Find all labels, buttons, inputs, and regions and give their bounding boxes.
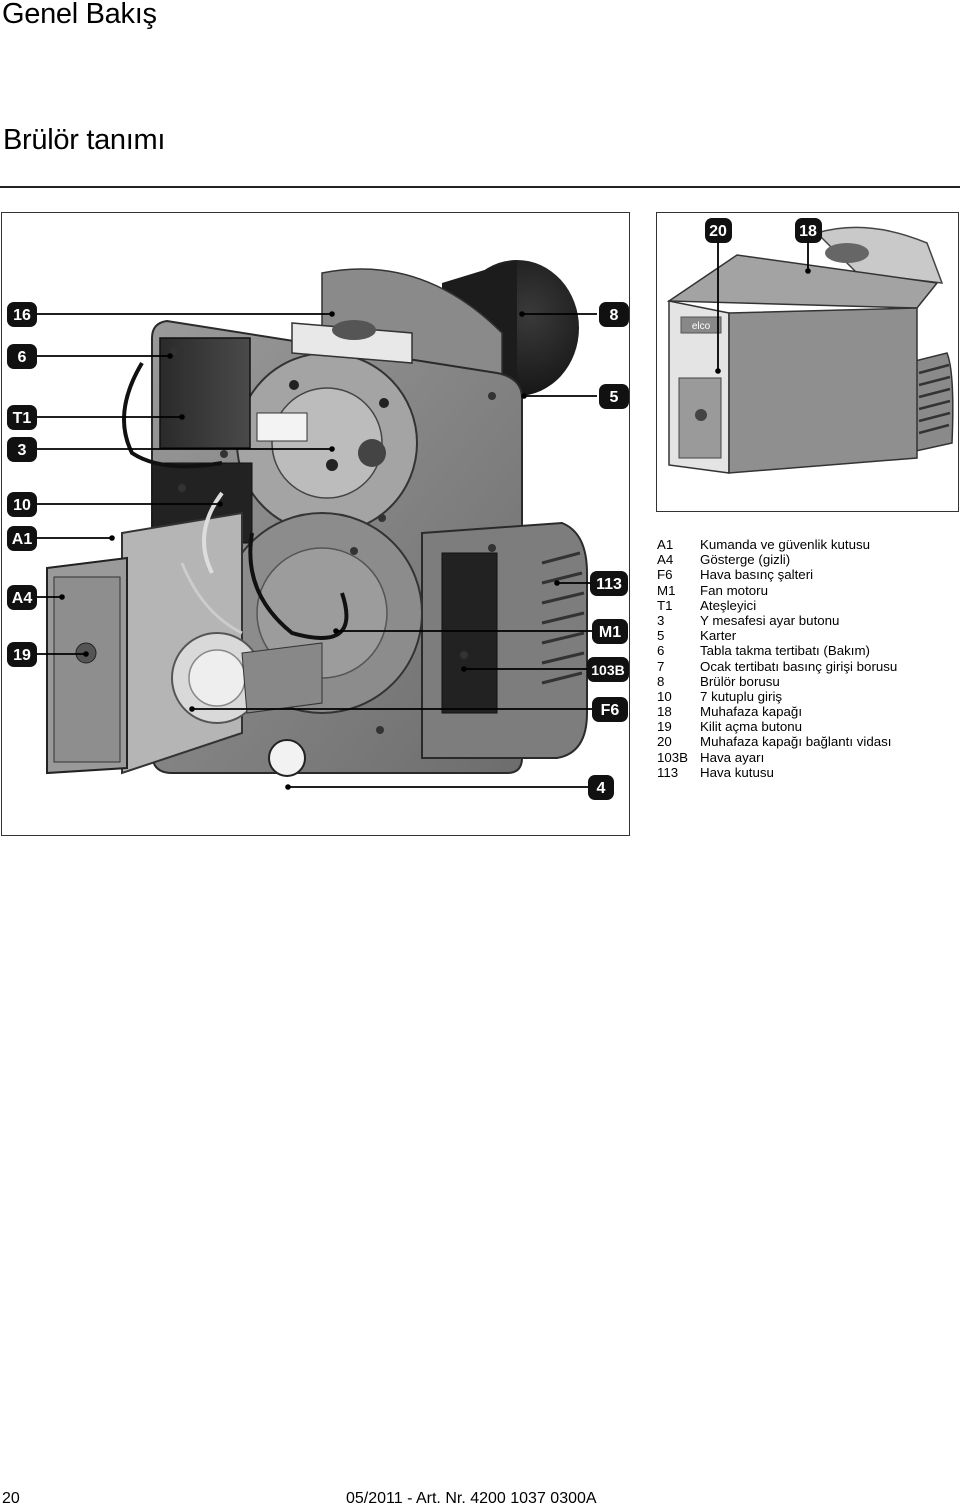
svg-text:4: 4 [597, 780, 606, 797]
callout-20: 20 [705, 218, 732, 243]
legend-code: F6 [657, 567, 673, 583]
legend-desc: Hava kutusu [700, 764, 774, 780]
legend-row: 10 7 kutuplu giriş [657, 689, 957, 704]
header-rule [0, 186, 960, 188]
legend-desc: Muhafaza kapağı [700, 704, 803, 720]
legend-desc: Muhafaza kapağı bağlantı vidası [700, 734, 892, 750]
legend-row: A4 Gösterge (gizli) [657, 552, 957, 567]
svg-text:3: 3 [18, 442, 27, 459]
legend-row: 6 Tabla takma tertibatı (Bakım) [657, 643, 957, 658]
svg-text:M1: M1 [599, 624, 621, 641]
article-reference: 05/2011 - Art. Nr. 4200 1037 0300A [346, 1490, 597, 1507]
legend-row: A1 Kumanda ve güvenlik kutusu [657, 537, 957, 552]
section-title: Brülör tanımı [3, 124, 166, 156]
page-number: 20 [2, 1490, 20, 1507]
callout-4: 4 [588, 775, 614, 800]
legend-row: 113 Hava kutusu [657, 765, 957, 780]
callout-103b: 103B [587, 657, 629, 682]
legend-code: T1 [657, 597, 673, 613]
legend-code: A4 [657, 552, 674, 568]
svg-text:10: 10 [13, 497, 31, 514]
svg-text:19: 19 [13, 647, 31, 664]
legend-code: 3 [657, 612, 665, 628]
callout-5: 5 [599, 384, 629, 409]
burner-covered-figure: elco 20 18 [656, 212, 959, 512]
svg-text:20: 20 [709, 223, 727, 240]
callout-113: 113 [590, 571, 628, 596]
legend-desc: Ocak tertibatı basınç girişi borusu [700, 658, 898, 674]
legend-desc: Kumanda ve güvenlik kutusu [700, 537, 871, 552]
svg-text:103B: 103B [591, 662, 624, 678]
callout-19: 19 [7, 642, 37, 667]
legend-code: 19 [657, 719, 672, 735]
svg-text:6: 6 [18, 349, 27, 366]
legend-desc: Brülör borusu [700, 673, 780, 689]
legend-code: 20 [657, 734, 672, 750]
legend-row: F6 Hava basınç şalteri [657, 567, 957, 582]
legend-desc: Karter [700, 628, 737, 644]
legend-code: 5 [657, 628, 665, 644]
legend-row: M1 Fan motoru [657, 583, 957, 598]
legend-row: 3 Y mesafesi ayar butonu [657, 613, 957, 628]
svg-text:F6: F6 [601, 702, 620, 719]
svg-text:113: 113 [596, 576, 622, 593]
legend-code: 8 [657, 673, 665, 689]
legend-row: 19 Kilit açma butonu [657, 719, 957, 734]
legend-desc: Kilit açma butonu [700, 719, 802, 735]
legend-desc: Hava ayarı [700, 749, 765, 765]
callout-16: 16 [7, 302, 37, 327]
callout-18: 18 [795, 218, 822, 243]
legend-row: 8 Brülör borusu [657, 674, 957, 689]
legend-code: 10 [657, 688, 672, 704]
covered-burner-illustration: elco 20 18 [666, 218, 954, 474]
callout-t1: T1 [7, 405, 37, 430]
legend-code: 6 [657, 643, 665, 659]
legend-code: A1 [657, 537, 674, 552]
callout-a1: A1 [7, 526, 37, 551]
callout-m1: M1 [592, 619, 628, 644]
legend-row: 18 Muhafaza kapağı [657, 704, 957, 719]
svg-text:T1: T1 [13, 410, 32, 427]
legend-code: M1 [657, 582, 676, 598]
callout-a4: A4 [7, 585, 37, 610]
svg-text:18: 18 [799, 223, 817, 240]
callout-8: 8 [599, 302, 629, 327]
svg-text:5: 5 [610, 389, 619, 406]
svg-text:16: 16 [13, 307, 31, 324]
parts-legend: A1 Kumanda ve güvenlik kutusu A4 Gösterge … [657, 537, 957, 780]
legend-desc: Gösterge (gizli) [700, 552, 791, 568]
legend-row: 5 Karter [657, 628, 957, 643]
legend-desc: Ateşleyici [700, 597, 757, 613]
legend-row: 7 Ocak tertibatı basınç girişi borusu [657, 659, 957, 674]
callout-f6: F6 [592, 697, 628, 722]
legend-desc: Fan motoru [700, 582, 768, 598]
legend-row: 103B Hava ayarı [657, 750, 957, 765]
svg-text:8: 8 [610, 307, 619, 324]
legend-desc: 7 kutuplu giriş [700, 688, 783, 704]
callout-3: 3 [7, 437, 37, 462]
callout-10: 10 [7, 492, 37, 517]
legend-code: 103B [657, 749, 689, 765]
legend-code: 18 [657, 704, 672, 720]
legend-code: 113 [657, 764, 679, 780]
svg-text:A1: A1 [12, 531, 33, 548]
legend-desc: Hava basınç şalteri [700, 567, 814, 583]
callout-6: 6 [7, 344, 37, 369]
legend-row: 20 Muhafaza kapağı bağlantı vidası [657, 734, 957, 749]
burner-exploded-figure: 16 6 T1 3 10 A1 A4 19 [1, 212, 630, 836]
svg-text:A4: A4 [12, 590, 33, 607]
legend-row: T1 Ateşleyici [657, 598, 957, 613]
brand-label: elco [692, 321, 711, 332]
page-title: Genel Bakış [2, 0, 157, 30]
legend-code: 7 [657, 658, 665, 674]
legend-desc: Tabla takma tertibatı (Bakım) [700, 643, 870, 659]
burner-illustration: 16 6 T1 3 10 A1 A4 19 [7, 260, 629, 800]
legend-desc: Y mesafesi ayar butonu [700, 612, 840, 628]
